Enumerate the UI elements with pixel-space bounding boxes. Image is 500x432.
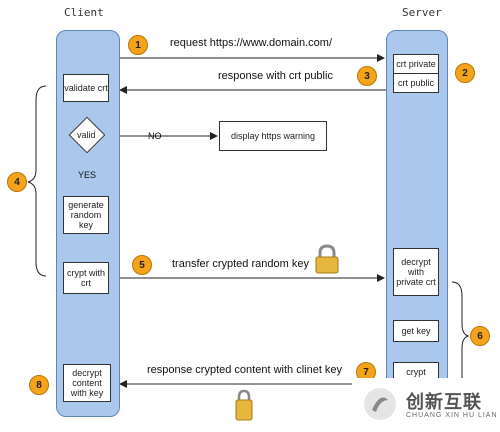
get-key-box: get key — [393, 320, 439, 342]
step-badge-8: 8 — [29, 375, 49, 395]
generate-key-box: generate random key — [63, 196, 109, 234]
no-label: NO — [148, 131, 162, 141]
message-crt-public: response with crt public — [218, 70, 333, 82]
bracket-right — [451, 281, 470, 391]
validate-crt-box: validate crt — [63, 74, 109, 102]
server-header: Server — [402, 6, 442, 19]
message-request: request https://www.domain.com/ — [170, 37, 333, 49]
step-badge-4: 4 — [7, 172, 27, 192]
yes-label: YES — [78, 170, 97, 180]
message-crypted-content: response crypted content with clinet key — [147, 364, 343, 376]
step-badge-2: 2 — [455, 63, 475, 83]
https-warning-box: display https warning — [219, 121, 327, 151]
watermark-en: CHUANG XIN HU LIAN — [406, 412, 498, 419]
watermark-cn: 创新互联 — [406, 392, 482, 413]
step-badge-5: 5 — [132, 255, 152, 275]
bracket-left — [27, 85, 47, 277]
crt-public-box: crt public — [393, 73, 439, 93]
crypt-with-crt-box: crypt with crt — [63, 262, 109, 294]
watermark-logo-icon — [364, 388, 396, 420]
padlock-icon — [235, 389, 253, 421]
step-badge-6: 6 — [470, 326, 490, 346]
decrypt-content-box: decrypt content with key — [63, 364, 111, 402]
valid-label: valid — [77, 130, 96, 140]
message-transfer-key: transfer crypted random key — [172, 258, 309, 270]
step-badge-3: 3 — [357, 66, 377, 86]
lock-icon — [315, 244, 339, 274]
server-lane — [386, 30, 448, 417]
step-badge-1: 1 — [128, 35, 148, 55]
crt-private-box: crt private — [393, 54, 439, 74]
decrypt-private-box: decrypt with private crt — [393, 248, 439, 296]
client-header: Client — [64, 6, 104, 19]
